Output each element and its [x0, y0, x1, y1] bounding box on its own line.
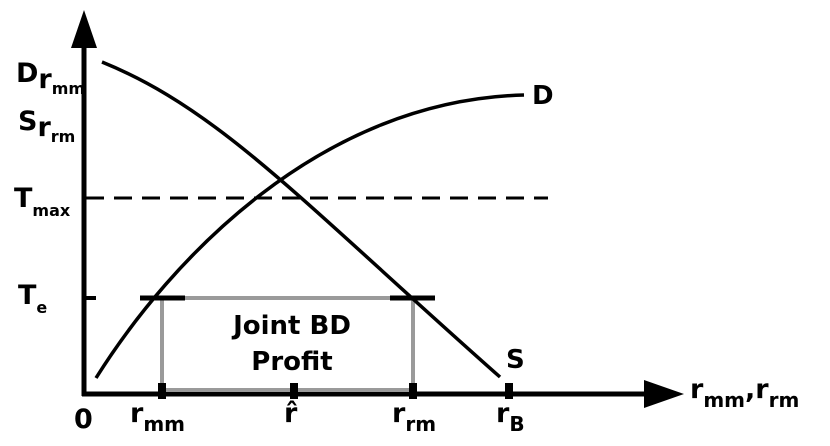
demand-curve-label: D	[532, 81, 554, 111]
x-label-r-b: rB	[496, 398, 525, 436]
y-axis-arrow	[71, 10, 97, 48]
y-label-t-max: Tmax	[14, 183, 71, 220]
demand-curve	[94, 93, 525, 379]
r-b-tick	[505, 383, 513, 399]
x-label-origin: 0	[74, 404, 93, 435]
y-label-d-rmm: Drmm	[16, 58, 85, 98]
x-label-r-hat: r̂	[284, 398, 298, 429]
x-axis-arrow	[644, 380, 684, 408]
r-rm-tick	[409, 383, 417, 399]
profit-box-line2: Profit	[251, 347, 332, 377]
y-label-s-rrm: Srrm	[18, 106, 75, 146]
r-mm-tick	[158, 383, 166, 399]
r-hat-tick	[290, 383, 298, 399]
supply-curve	[101, 60, 502, 379]
supply-curve-label: S	[506, 345, 525, 375]
x-label-r-mm: rmm	[130, 398, 185, 436]
profit-box-line1: Joint BD	[231, 311, 351, 341]
x-label-r-rm: rrm	[392, 398, 436, 436]
profit-box	[160, 296, 415, 392]
y-label-t-e: Te	[18, 280, 47, 317]
x-axis-title: rmm,rrm	[690, 374, 799, 412]
